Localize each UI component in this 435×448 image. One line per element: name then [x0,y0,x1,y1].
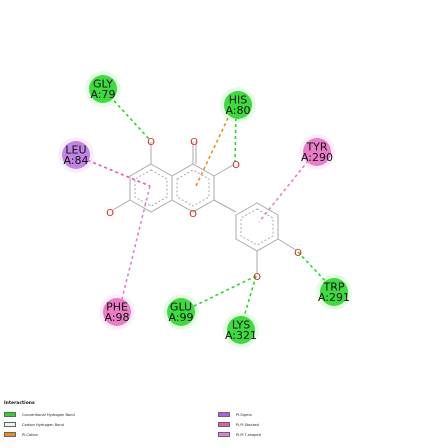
legend-swatch [4,431,16,438]
ring-b [235,202,279,252]
legend-label: Pi-Sigma [236,412,252,417]
residue-label: HIS [229,94,248,107]
residue-label: LEU [65,144,86,157]
legend-swatch [4,411,16,418]
hbond-glu99 [189,275,257,309]
ring-a-inner [134,169,168,207]
atom-oxygen: O [253,272,261,283]
atom-oxygen: O [147,137,155,148]
hbond-trp291 [297,251,331,287]
residue-label: GLY [93,78,113,91]
legend-label: Pi-Cation [22,432,38,437]
atom-oxygen: O [189,209,197,220]
residue-disc [103,298,131,326]
legend-item: Carbon Hydrogen Bond [4,421,64,428]
residue-disc [303,138,331,166]
legend-label: Conventional Hydrogen Bond [22,412,75,417]
residue-label: A:80 [225,104,250,117]
legend-item: Pi-Pi T-shaped [218,431,261,438]
atom-oxygen: O [294,248,302,259]
oxygen-atoms: O O O O O O O [106,137,302,283]
legend-swatch [218,421,230,428]
atom-oxygen: O [232,160,240,171]
pi-pi-phe98 [120,185,151,304]
hbond-his80 [234,111,237,163]
residue-label: GLU [170,301,192,314]
residue-label: PHE [106,301,128,314]
residue-label: A:98 [104,311,129,324]
hbond-lys321 [241,275,257,325]
legend-item: Pi-Cation [4,431,38,438]
residue-disc [227,316,255,344]
residue-label: A:99 [168,311,193,324]
pi-pi-tyr290 [258,155,313,223]
ring-c [171,163,215,213]
residue-label: A:291 [318,291,350,304]
residue-disc [89,75,117,103]
legend-label: Pi-Pi T-shaped [236,432,261,437]
legend-item: Pi-Pi Stacked [218,421,259,428]
legend-label: Pi-Pi Stacked [236,422,259,427]
legend-label: Carbon Hydrogen Bond [22,422,64,427]
ring-c-inner [176,169,210,207]
legend-title: Interactions [4,401,35,406]
legend-item: Pi-Sigma [218,411,252,418]
legend-swatch [4,421,16,428]
ligand-molecule [112,142,297,274]
residue-disc [62,141,90,169]
residue-label: A:79 [90,88,115,101]
ring-a [129,163,173,213]
hbond-gly79 [105,91,151,141]
atom-oxygen: O [106,208,114,219]
legend-swatch [218,431,230,438]
residue-disc [167,298,195,326]
legend-swatch [218,411,230,418]
residue-label: TYR [305,141,327,154]
atom-oxygen: O [190,137,198,148]
interaction-lines [81,91,331,325]
residue-disc [224,91,252,119]
legend-item: Conventional Hydrogen Bond [4,411,75,418]
residue-disc [320,278,348,306]
pi-cation-his80 [195,117,229,187]
residue-label: A:321 [225,329,257,342]
ring-b-inner [240,208,274,246]
pi-sigma-leu84 [81,157,151,187]
residue-label: A:290 [301,151,333,164]
residue-label: TRP [323,281,345,294]
residue-label: LYS [232,319,250,332]
residue-label: A:84 [63,154,88,167]
